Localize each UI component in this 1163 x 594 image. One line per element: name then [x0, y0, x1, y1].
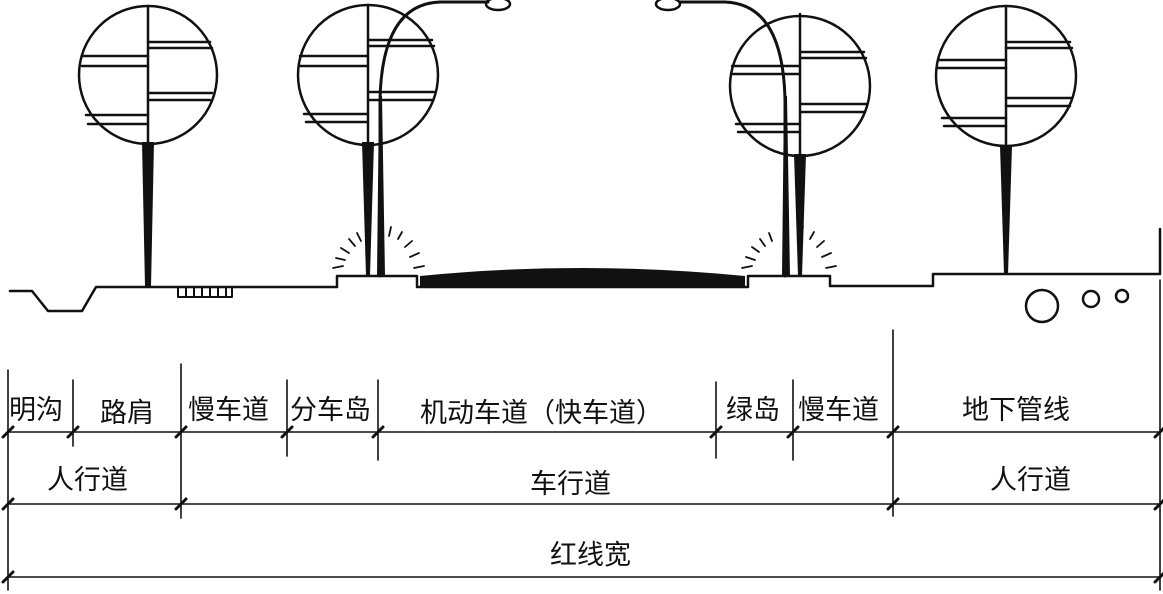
- tree-icon: [296, 3, 440, 276]
- dimension-lines: [7, 279, 1161, 591]
- label-slow-lane-right: 慢车道: [798, 395, 879, 426]
- carriageway-pavement: [420, 268, 745, 288]
- label-road-shoulder: 路肩: [100, 398, 154, 429]
- tree-icon: [728, 12, 872, 276]
- pipe-large-icon: [1024, 288, 1060, 324]
- label-motor-lane: 机动车道（快车道）: [420, 398, 663, 429]
- label-divider-island: 分车岛: [290, 395, 371, 426]
- ground-profile-line: [8, 227, 1162, 313]
- pipe-medium-icon: [1081, 289, 1101, 309]
- label-sidewalk-right: 人行道: [990, 465, 1071, 496]
- street-lamp-icon: [654, 0, 790, 278]
- light-rays-icon: [741, 226, 837, 269]
- tick-marks: [1, 425, 1163, 584]
- label-green-island: 绿岛: [726, 395, 780, 426]
- label-slow-lane-left: 慢车道: [188, 395, 269, 426]
- label-red-line-width: 红线宽: [550, 540, 631, 571]
- label-open-ditch: 明沟: [9, 395, 63, 426]
- label-carriageway: 车行道: [530, 469, 611, 500]
- label-sidewalk-left: 人行道: [47, 465, 128, 496]
- tree-icon: [934, 4, 1078, 274]
- label-underground-pipes: 地下管线: [962, 395, 1070, 426]
- tree-icon: [77, 4, 219, 287]
- drain-grate-icon: [177, 286, 233, 298]
- street-lamp-icon: [377, 0, 512, 278]
- pipe-small-icon: [1114, 288, 1130, 304]
- light-rays-icon: [332, 226, 425, 269]
